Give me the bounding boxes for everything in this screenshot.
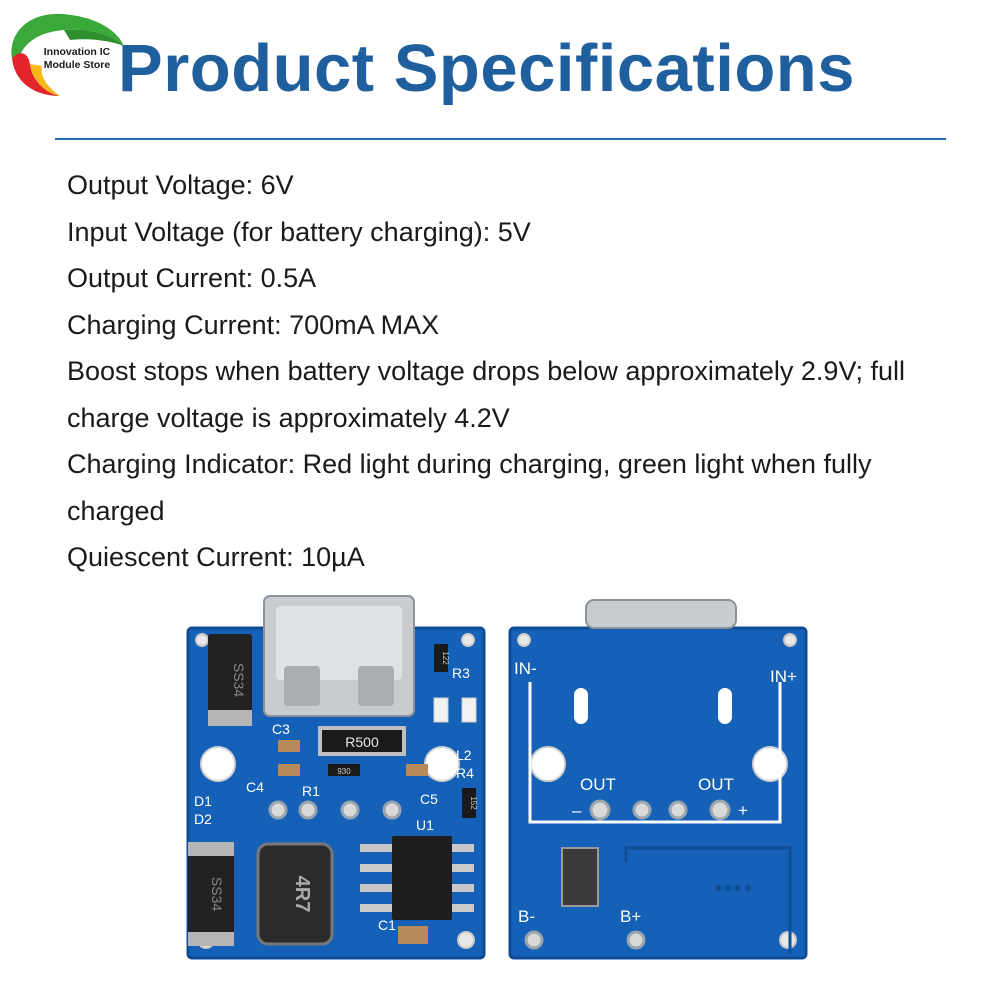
title-divider bbox=[55, 138, 946, 140]
silk-out-left: OUT bbox=[580, 775, 616, 794]
silk-b-minus: B- bbox=[518, 907, 535, 926]
silk-c4: C4 bbox=[246, 779, 264, 795]
silk-b-plus: B+ bbox=[620, 907, 641, 926]
silk-r3: R3 bbox=[452, 665, 470, 681]
silk-r1: R1 bbox=[302, 783, 320, 799]
silk-in-minus: IN- bbox=[514, 659, 537, 678]
silk-plus: + bbox=[738, 801, 748, 820]
product-photo: SS34 R500 930 122 152 4R7 SS34 bbox=[180, 592, 820, 992]
logo-text: Innovation IC Module Store bbox=[32, 46, 122, 72]
spec-boost-cutoff: Boost stops when battery voltage drops b… bbox=[67, 356, 905, 433]
silk-r4: R4 bbox=[456, 765, 474, 781]
logo-line1: Innovation IC bbox=[43, 46, 111, 58]
silk-in-plus: IN+ bbox=[770, 667, 797, 686]
spec-charging-indicator: Charging Indicator: Red light during cha… bbox=[67, 449, 872, 526]
spec-output-voltage: Output Voltage: 6V bbox=[67, 170, 294, 200]
silk-c5: C5 bbox=[420, 791, 438, 807]
res-930-label: 930 bbox=[337, 767, 351, 776]
spec-charging-current: Charging Current: 700mA MAX bbox=[67, 309, 440, 340]
logo-line2: Module Store bbox=[43, 59, 111, 71]
page-title: Product Specifications bbox=[118, 31, 855, 106]
silk-l2: L2 bbox=[456, 747, 472, 763]
spec-quiescent-current: Quiescent Current: 10µA bbox=[67, 542, 365, 572]
diode-top-label: SS34 bbox=[231, 663, 247, 697]
inductor-label: 4R7 bbox=[291, 876, 313, 913]
leaf-logo-icon bbox=[11, 13, 124, 96]
pcb-front: SS34 R500 930 122 152 4R7 SS34 bbox=[186, 595, 486, 960]
silk-c1: C1 bbox=[378, 917, 396, 933]
res-152-label: 152 bbox=[469, 796, 478, 810]
silk-out-right: OUT bbox=[698, 775, 734, 794]
r500-label: R500 bbox=[345, 734, 379, 750]
usb-c-connector bbox=[263, 595, 415, 717]
silk-u1: U1 bbox=[416, 817, 434, 833]
spec-list: Output Voltage: 6V Input Voltage (for ba… bbox=[67, 162, 947, 581]
silk-d1: D1 bbox=[194, 793, 212, 809]
silk-d2: D2 bbox=[194, 811, 212, 827]
store-logo: Innovation IC Module Store bbox=[4, 6, 126, 98]
diode-bottom-label: SS34 bbox=[209, 877, 225, 911]
spec-output-current: Output Current: 0.5A bbox=[67, 263, 317, 293]
res-122-label: 122 bbox=[441, 651, 450, 665]
pcb-back: IN- IN+ OUT OUT – + B- B+ bbox=[508, 599, 808, 960]
spec-input-voltage: Input Voltage (for battery charging): 5V bbox=[67, 216, 531, 247]
silk-c3: C3 bbox=[272, 721, 290, 737]
silk-minus: – bbox=[572, 801, 582, 820]
